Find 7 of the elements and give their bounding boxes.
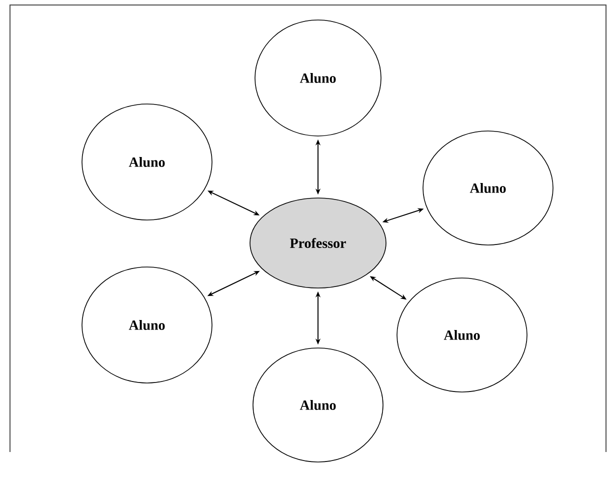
- ellipse-node: Aluno: [82, 266, 212, 384]
- ellipse-node: Professor: [250, 198, 386, 288]
- ellipse-node: Aluno: [252, 348, 384, 462]
- ellipse-node: Aluno: [82, 104, 212, 220]
- ellipse-node: Aluno: [396, 278, 528, 392]
- ellipse-node: Aluno: [422, 130, 554, 246]
- ellipse-node: Aluno: [254, 20, 382, 136]
